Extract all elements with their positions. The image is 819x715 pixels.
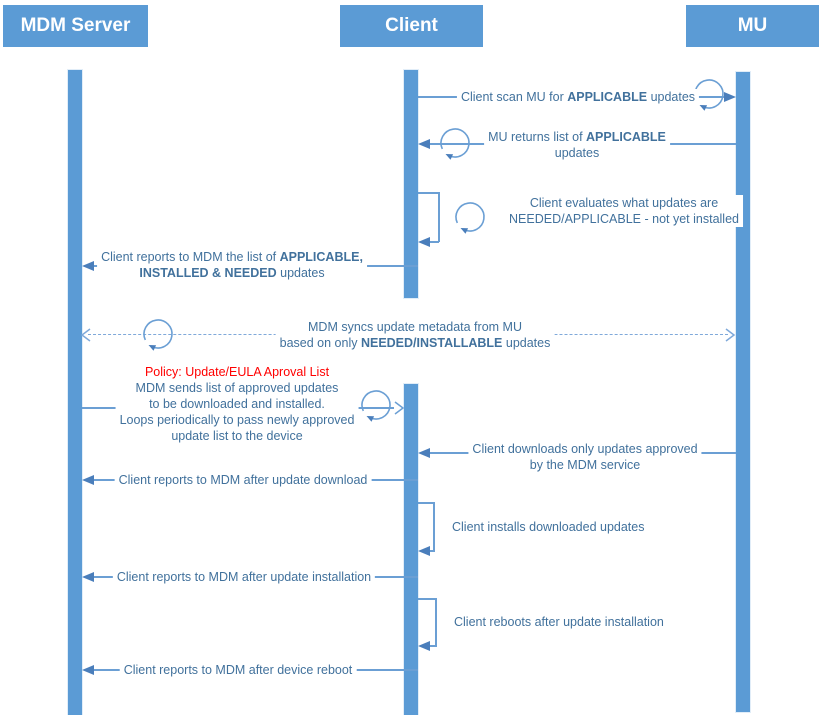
label-text-bold: APPLICABLE, [279, 250, 363, 264]
self-bracket-evaluates-top [418, 192, 439, 194]
label-text: based on only [279, 336, 361, 350]
label-line: Client evaluates what updates are [529, 196, 719, 210]
lifeline-client-upper [404, 70, 418, 298]
label-line: update list to the device [171, 429, 303, 443]
label-line: updates [488, 145, 666, 161]
label-text: updates [647, 90, 696, 104]
label-text-bold: NEEDED/INSTALLABLE [360, 336, 503, 350]
label-text-bold: INSTALLED & NEEDED [139, 266, 277, 280]
self-bracket-reboots-side [435, 598, 437, 646]
label-line: MDM syncs update metadata from MU [308, 320, 522, 334]
open-arrowhead-icon-policy-to-client [394, 401, 405, 415]
policy-title: Policy: Update/EULA Aproval List [144, 365, 330, 379]
label-text: updates [554, 146, 600, 160]
arrowhead-icon-report-install-to-mdm [82, 572, 94, 582]
actor-box-client: Client [340, 5, 483, 47]
message-label-sync: MDM syncs update metadata from MU based … [275, 319, 555, 351]
self-bracket-evaluates-bottom [429, 241, 439, 243]
message-label-reboots: Client reboots after update installation [450, 614, 668, 630]
label-line: by the MDM service [529, 458, 641, 472]
self-bracket-installs-bottom [429, 550, 435, 552]
message-label-installs: Client installs downloaded updates [448, 519, 649, 535]
label-text: Client scan MU for [460, 90, 568, 104]
open-arrowhead-icon-sync-left [80, 328, 91, 342]
message-label-mu-returns: MU returns list of APPLICABLE updates [484, 129, 670, 161]
lifeline-mdm [68, 70, 82, 715]
arrowhead-icon-returns-to-client [418, 139, 430, 149]
message-label-scan: Client scan MU for APPLICABLE updates [456, 89, 700, 105]
message-label-reports-list: Client reports to MDM the list of APPLIC… [97, 249, 367, 281]
self-bracket-reboots-bottom [429, 645, 437, 647]
label-text-bold: APPLICABLE [567, 90, 648, 104]
message-label-report-download: Client reports to MDM after update downl… [114, 472, 372, 488]
self-bracket-installs-top [418, 502, 435, 504]
lifeline-mu [736, 72, 750, 712]
label-text: MU returns list of [488, 130, 587, 144]
label-line: to be downloaded and installed. [149, 397, 325, 411]
arrowhead-icon-reboots-self [418, 641, 430, 651]
loop-arrow-icon-sync [143, 319, 173, 352]
loop-arrow-icon-returns [440, 128, 470, 161]
arrowhead-icon-report-download-to-mdm [82, 475, 94, 485]
arrowhead-icon-reports-list-to-mdm [82, 261, 94, 271]
open-arrowhead-icon-sync-right [725, 328, 736, 342]
label-line: NEEDED/APPLICABLE - not yet installed [509, 212, 739, 226]
lifeline-client-lower [404, 384, 418, 715]
message-label-evaluates: Client evaluates what updates are NEEDED… [505, 195, 743, 227]
label-line: INSTALLED & NEEDED updates [101, 265, 363, 281]
label-line: MDM sends list of approved updates [135, 381, 339, 395]
label-text: Client reports to MDM the list of [101, 250, 280, 264]
arrowhead-icon-scan-to-mu [724, 92, 736, 102]
self-bracket-reboots-top [418, 598, 437, 600]
message-label-downloads: Client downloads only updates approved b… [468, 441, 702, 473]
arrowhead-icon-evaluates-self [418, 237, 430, 247]
message-label-report-install: Client reports to MDM after update insta… [112, 569, 376, 585]
loop-arrow-icon-policy [361, 390, 391, 423]
label-text: updates [502, 336, 551, 350]
arrowhead-icon-report-reboot-to-mdm [82, 665, 94, 675]
label-line: Client reports to MDM the list of APPLIC… [101, 249, 363, 265]
self-bracket-evaluates-side [438, 192, 440, 242]
label-text-bold: APPLICABLE [586, 130, 666, 144]
label-line: based on only NEEDED/INSTALLABLE updates [280, 335, 551, 351]
message-label-policy: Policy: Update/EULA Aproval List MDM sen… [115, 364, 359, 444]
label-text: updates [276, 266, 325, 280]
message-label-report-reboot: Client reports to MDM after device reboo… [119, 662, 357, 678]
label-line: Loops periodically to pass newly approve… [119, 413, 355, 427]
arrowhead-icon-downloads-to-client [418, 448, 430, 458]
actor-box-mu: MU [686, 5, 819, 47]
arrowhead-icon-installs-self [418, 546, 430, 556]
label-line: Client downloads only updates approved [472, 442, 698, 456]
label-line: MU returns list of APPLICABLE [488, 129, 666, 145]
loop-arrow-icon-evaluates [455, 202, 485, 235]
actor-box-mdm-server: MDM Server [3, 5, 148, 47]
self-bracket-installs-side [433, 502, 435, 551]
